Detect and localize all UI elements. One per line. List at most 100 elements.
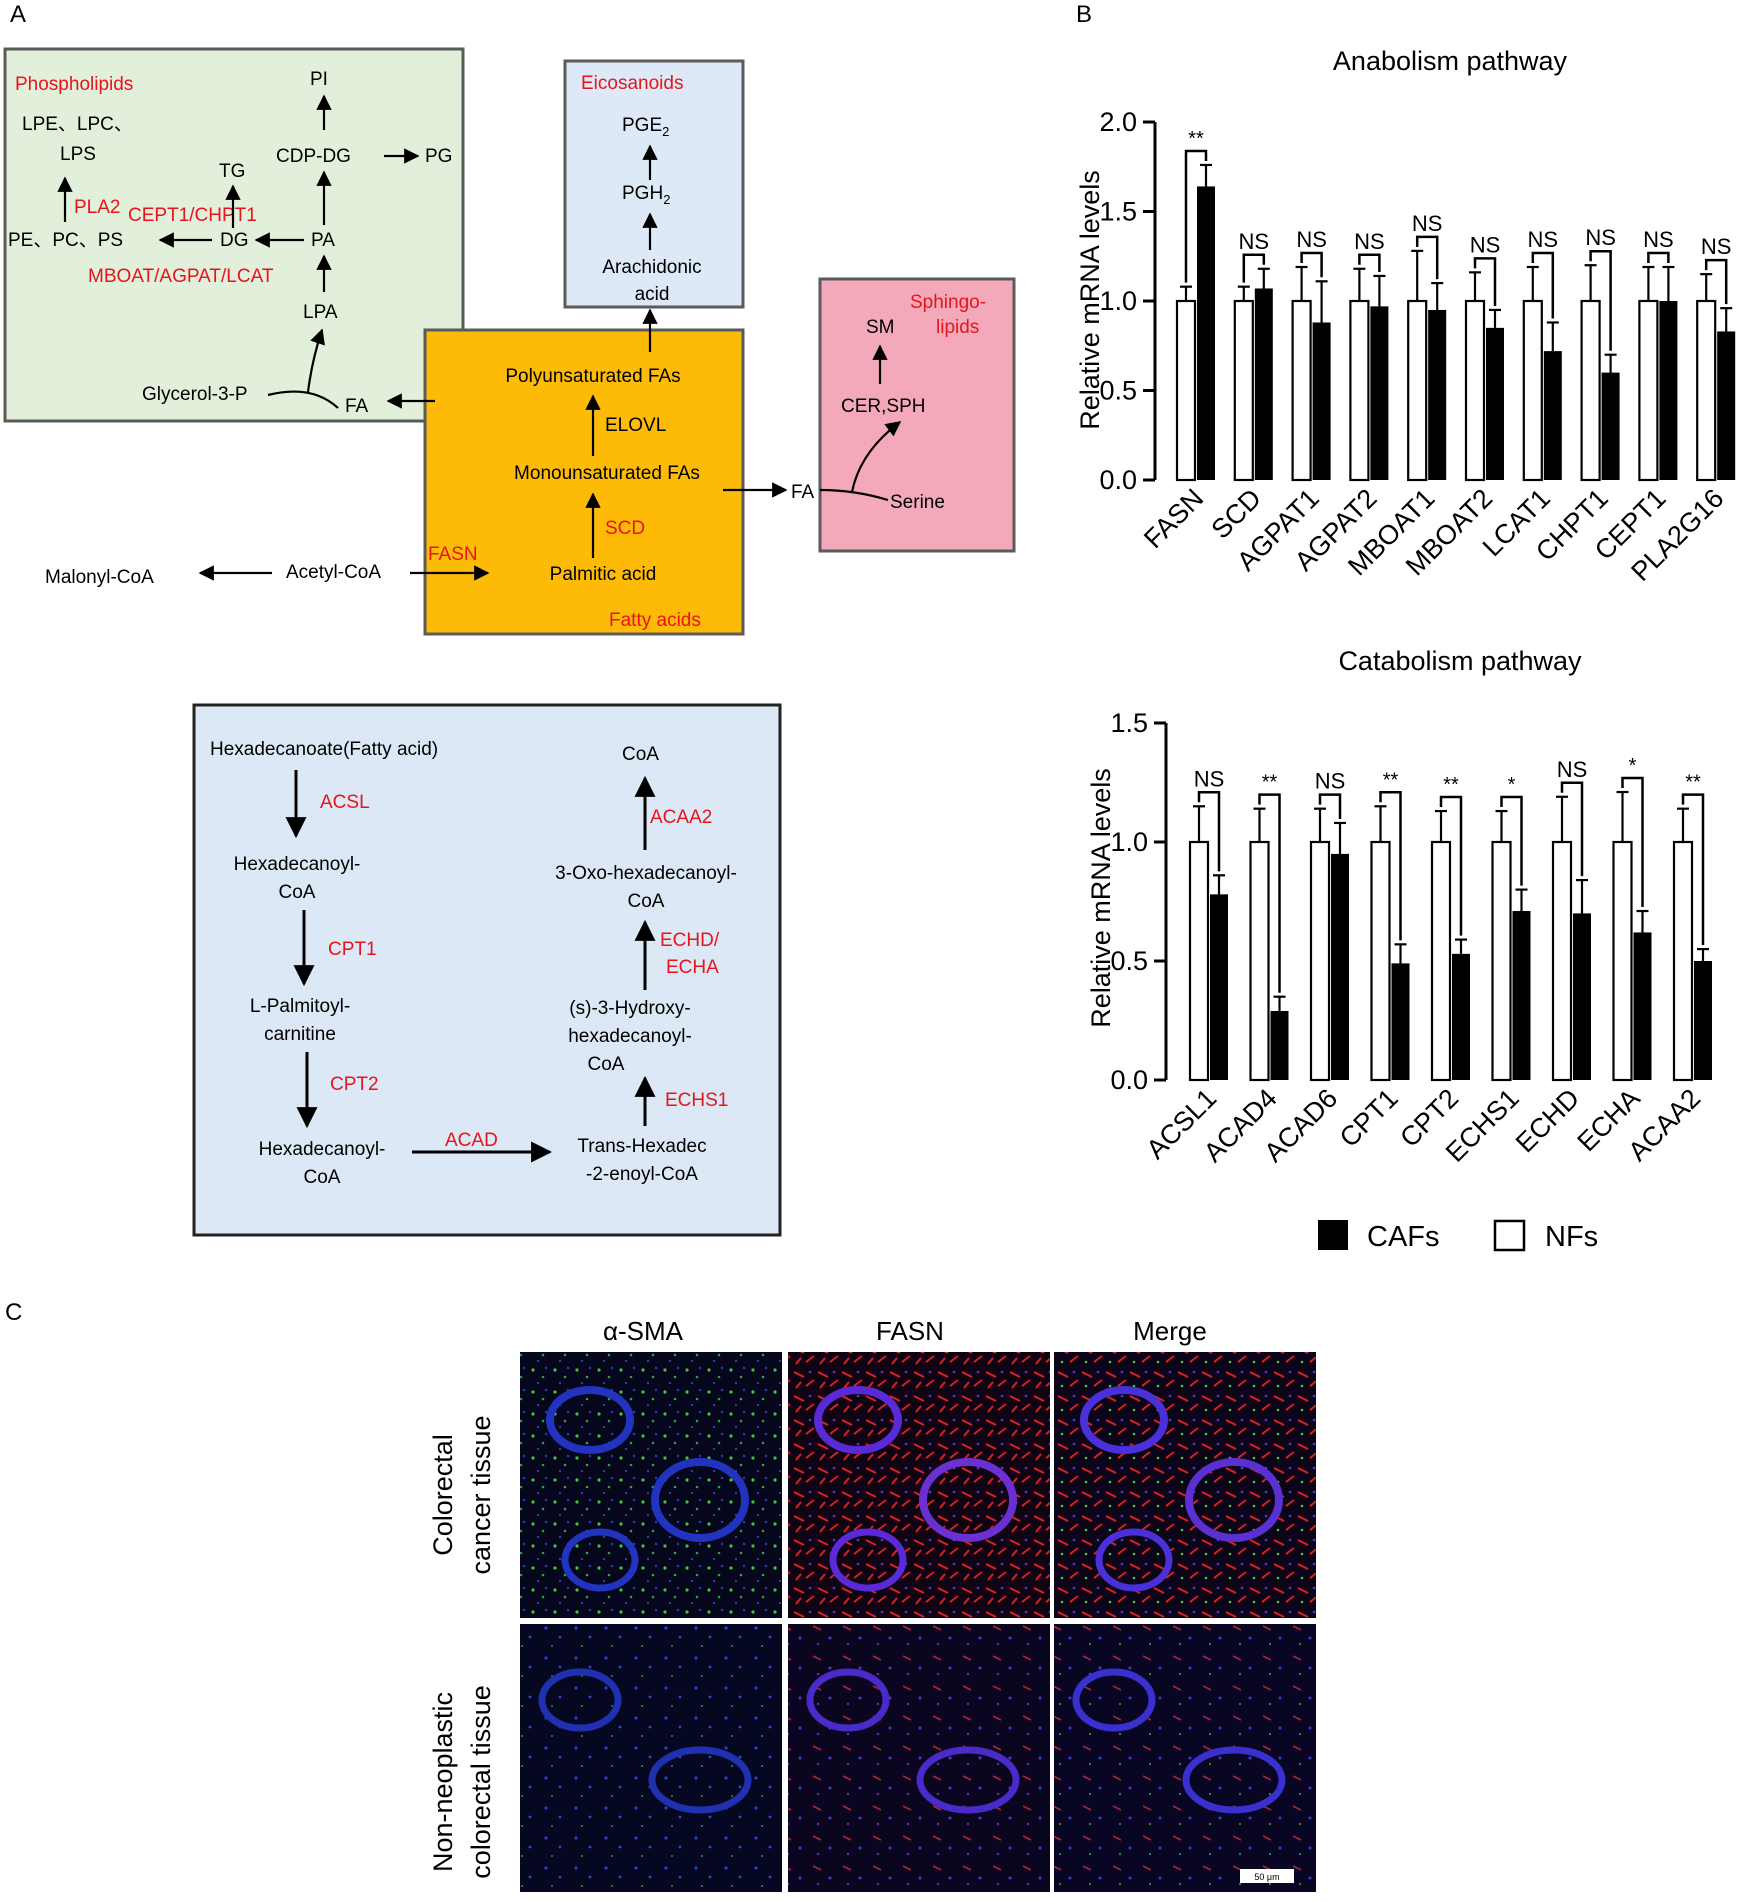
significance-bracket (1681, 793, 1705, 946)
significance-label: * (1508, 774, 1516, 796)
sphingolipids-title-1: Sphingo- (910, 292, 986, 313)
pgh2-subscript: 2 (663, 192, 670, 207)
row-label-cancer-2: cancer tissue (466, 1415, 496, 1574)
scale-bar-label: 50 μm (1254, 1872, 1279, 1882)
node-pufa: Polyunsaturated FAs (505, 366, 680, 387)
enzyme-echs1: ECHS1 (665, 1090, 728, 1111)
bar-nfs (1551, 840, 1573, 1082)
significance-label: NS (1701, 234, 1732, 259)
y-tick-label: 0.5 (1099, 376, 1137, 406)
y-tick-label: 1.5 (1110, 708, 1148, 738)
node-mufa: Monounsaturated FAs (514, 463, 700, 484)
bar-cafs (1694, 961, 1712, 1080)
significance-bracket (1184, 149, 1208, 283)
legend-swatch-nfs (1493, 1219, 1526, 1252)
enzyme-cpt1: CPT1 (328, 939, 377, 960)
bar-nfs (1188, 840, 1210, 1082)
bar-cafs (1486, 327, 1504, 480)
bar-cafs (1312, 322, 1331, 480)
node-oxo-b: CoA (628, 891, 665, 912)
node-hexadecanoyl-coa-2b: CoA (304, 1167, 341, 1188)
node-palmitoyl-b: carnitine (264, 1024, 336, 1045)
bar-nfs (1580, 299, 1601, 482)
node-fa-right: FA (791, 482, 815, 503)
bar-cafs (1601, 372, 1620, 480)
anabolism-chart-title: Anabolism pathway (1333, 46, 1568, 76)
significance-bracket (1621, 776, 1644, 908)
anabolism-chart: Anabolism pathway Relative mRNA levels 0… (1075, 46, 1736, 587)
significance-bracket (1300, 251, 1323, 278)
node-trans-hexadec-a: Trans-Hexadec (577, 1136, 706, 1157)
bar-cafs (1633, 932, 1652, 1080)
node-hexadecanoyl-coa-1b: CoA (279, 882, 316, 903)
bar-cafs (1543, 351, 1562, 480)
micrograph-cancer-fasn (788, 1352, 1050, 1618)
enzyme-acad: ACAD (445, 1130, 498, 1151)
micrograph-normal-fasn (788, 1624, 1050, 1892)
node-pg: PG (425, 146, 452, 167)
bar-cafs (1573, 913, 1591, 1080)
enzyme-acaa2: ACAA2 (650, 807, 712, 828)
node-palmitic-acid: Palmitic acid (550, 564, 657, 585)
node-tg: TG (219, 161, 245, 182)
bar-cafs (1659, 301, 1678, 480)
catabolism-bars: NS**NS*****NS*** (1188, 755, 1712, 1082)
significance-label: ** (1188, 128, 1204, 150)
significance-label: ** (1262, 772, 1278, 794)
bar-nfs (1291, 299, 1312, 482)
significance-bracket (1473, 257, 1497, 306)
significance-label: ** (1685, 772, 1701, 794)
y-tick-label: 0.5 (1110, 946, 1148, 976)
column-label-asma: α-SMA (603, 1316, 684, 1346)
significance-label: NS (1470, 232, 1501, 257)
bar-nfs (1522, 299, 1543, 482)
bar-nfs (1349, 299, 1370, 482)
bar-nfs (1638, 299, 1659, 482)
significance-label: NS (1315, 769, 1346, 794)
significance-bracket (1647, 251, 1670, 263)
enzyme-pla2: PLA2 (74, 197, 120, 218)
node-cer-sph: CER,SPH (841, 396, 925, 417)
anabolism-y-axis-label: Relative mRNA levels (1075, 170, 1105, 430)
bar-cafs (1370, 306, 1389, 480)
bar-nfs (1430, 840, 1452, 1082)
enzyme-echa: ECHA (666, 957, 719, 978)
bar-nfs (1464, 299, 1486, 482)
significance-label: NS (1194, 766, 1225, 791)
pgh2-label: PGH (622, 183, 663, 204)
bar-nfs (1696, 299, 1717, 482)
catabolism-y-axis-label: Relative mRNA levels (1086, 768, 1116, 1028)
significance-bracket (1531, 251, 1555, 319)
beta-oxidation-box (192, 703, 782, 1237)
node-lps: LPS (60, 144, 96, 165)
bar-nfs (1233, 299, 1254, 482)
eicosanoids-title: Eicosanoids (581, 73, 683, 94)
enzyme-cept1-chpt1: CEPT1/CHPT1 (128, 205, 257, 226)
row-label-cancer-1: Colorectal (428, 1434, 458, 1556)
node-arachidonic-2: acid (635, 284, 670, 305)
y-tick-label: 1.0 (1099, 286, 1137, 316)
significance-label: NS (1585, 225, 1616, 250)
micrograph-cancer-asma (520, 1352, 782, 1618)
node-cdp-dg: CDP-DG (276, 146, 351, 167)
significance-label: NS (1296, 227, 1327, 252)
pathway-diagram: Phospholipids PI LPE、LPC、 LPS TG CDP-DG … (3, 47, 1016, 1237)
node-hydroxy-a: (s)-3-Hydroxy- (569, 998, 690, 1019)
node-serine: Serine (890, 492, 945, 513)
node-oxo-a: 3-Oxo-hexadecanoyl- (555, 863, 737, 884)
bar-cafs (1254, 288, 1273, 480)
bar-nfs (1612, 840, 1633, 1082)
bar-cafs (1452, 953, 1470, 1080)
eicosanoids-box (563, 59, 745, 309)
sphingolipids-box (818, 277, 1016, 553)
y-tick-label: 0.0 (1110, 1065, 1148, 1095)
significance-label: NS (1354, 229, 1385, 254)
column-label-fasn: FASN (876, 1316, 944, 1346)
bar-cafs (1717, 331, 1736, 480)
y-tick-label: 1.0 (1110, 827, 1148, 857)
y-tick-label: 2.0 (1099, 107, 1137, 137)
chart-legend: CAFs NFs (1318, 1219, 1598, 1253)
node-dg: DG (220, 230, 249, 251)
